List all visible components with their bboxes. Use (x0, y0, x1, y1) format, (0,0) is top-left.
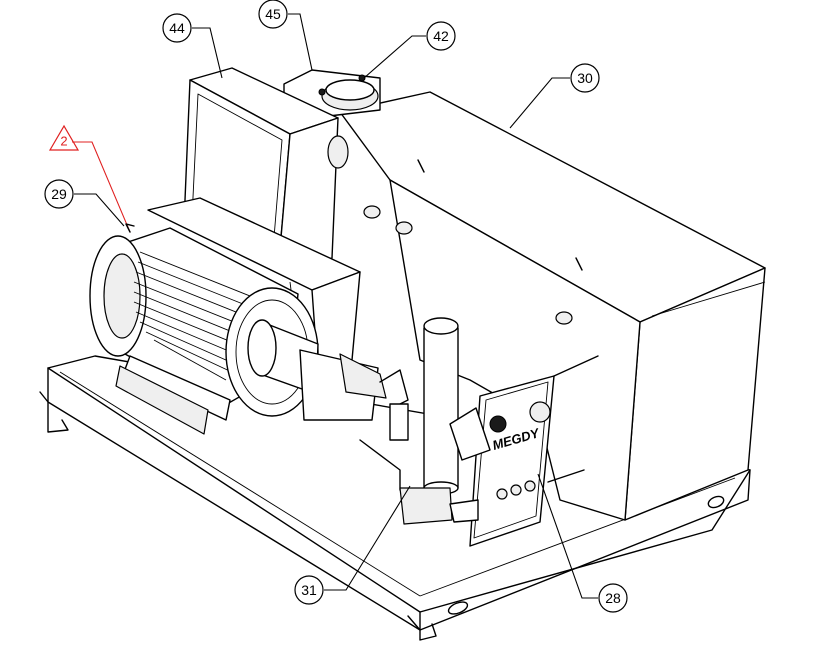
manifold-panel: MEGDY (449, 355, 599, 547)
leader-29 (74, 193, 125, 227)
callout-44: 44 (162, 13, 192, 43)
skid-lifting-hole (447, 601, 469, 615)
skid-lifting-hole (707, 495, 725, 509)
reservoir-tank (339, 91, 766, 521)
callout-45: 45 (258, 0, 288, 29)
leader-42 (363, 35, 426, 79)
callout-label: 30 (577, 70, 593, 86)
tank-fitting (363, 159, 583, 325)
callout-29: 29 (44, 179, 74, 209)
leader-rev-2 (72, 141, 131, 233)
revision-triangle-icon (48, 124, 80, 151)
callout-label: 44 (169, 20, 185, 36)
leader-45 (288, 13, 313, 71)
callout-label: 31 (301, 582, 317, 598)
callout-42: 42 (426, 21, 456, 51)
leader-30 (509, 77, 570, 129)
revision-label: 2 (60, 134, 67, 149)
leader-44 (192, 27, 223, 79)
callout-31: 31 (294, 575, 324, 605)
callout-label: 45 (265, 6, 281, 22)
leader-31 (324, 485, 411, 591)
pump-coupling (247, 319, 409, 491)
motor-frame (147, 197, 361, 375)
pressure-filter-column (399, 317, 459, 525)
revision-marker: 2 (48, 124, 80, 151)
callout-label: 42 (433, 28, 449, 44)
callout-28: 28 (598, 583, 628, 613)
leader-28 (537, 473, 598, 599)
leader-lines (72, 13, 598, 599)
callout-30: 30 (570, 63, 600, 93)
callout-label: 29 (51, 186, 67, 202)
callout-label: 28 (605, 590, 621, 606)
base-skid (39, 355, 751, 641)
